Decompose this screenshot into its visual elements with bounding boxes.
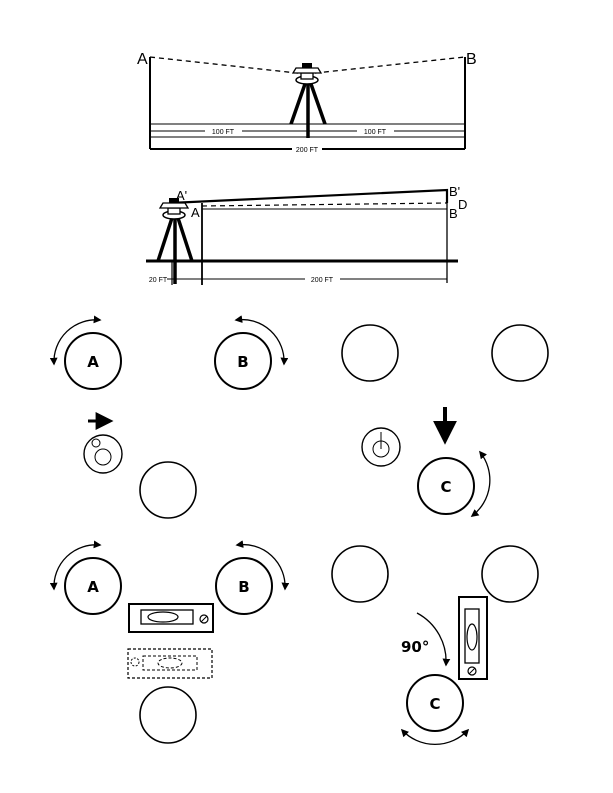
knob-b-label: B (238, 578, 249, 596)
point-a-label: A (137, 51, 148, 68)
leveling-screw-outline (492, 325, 548, 381)
tube-vial-vertical-icon (459, 597, 487, 679)
level-on-tripod-icon (291, 63, 325, 138)
figure-1-center-setup: A B 100 FT 100 FT 200 FT (137, 51, 477, 154)
leveling-screw-outline (482, 546, 538, 602)
leveling-screw-outline (140, 462, 196, 518)
rotate-arrow-icon (402, 730, 468, 744)
step-row-1: A B (54, 320, 548, 389)
circular-bubble-vial-icon (84, 435, 122, 473)
knob-b-label: B (237, 353, 248, 371)
sight-line-b (306, 57, 465, 74)
dim-total-label: 200 FT (311, 277, 334, 284)
figure-2-offset-setup: A' A B' D B 20 FT 200 FT (146, 184, 467, 285)
leveling-screw-outline (140, 687, 196, 743)
leveling-screw-outline (342, 325, 398, 381)
d-label: D (458, 197, 467, 212)
dim-offset-label: 20 FT (149, 277, 168, 284)
b-label: B (449, 206, 458, 221)
knob-a-label: A (87, 353, 99, 371)
a-label: A (191, 205, 200, 220)
dim-total-label: 200 FT (296, 147, 319, 154)
rotation-90-label: 90° (401, 638, 429, 656)
tube-vial-rotated-dashed-icon (128, 649, 212, 678)
circular-bubble-vial-centered-icon (362, 428, 400, 466)
knob-a-label: A (87, 578, 99, 596)
step-row-3: A B 90° C (54, 545, 538, 745)
step-row-2: C (84, 407, 490, 518)
sight-line-a (150, 57, 306, 74)
knob-c-label: C (429, 695, 440, 713)
sight-line-b-prime (170, 190, 447, 203)
knob-c-label: C (440, 478, 451, 496)
true-level-line (202, 203, 447, 206)
tube-vial-icon (129, 604, 213, 632)
point-b-label: B (466, 51, 477, 68)
leveling-screw-outline (332, 546, 388, 602)
dim-left-label: 100 FT (212, 129, 235, 136)
dim-right-label: 100 FT (364, 129, 387, 136)
level-on-tripod-icon (158, 198, 192, 284)
